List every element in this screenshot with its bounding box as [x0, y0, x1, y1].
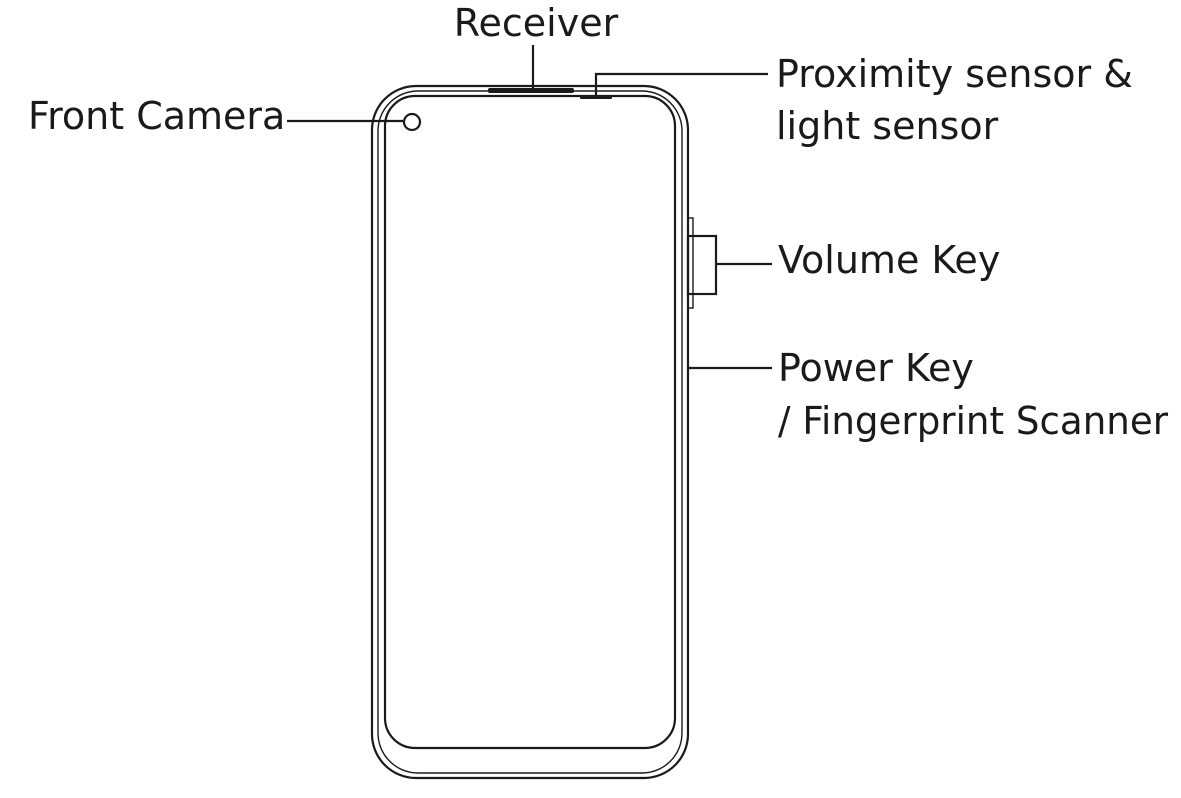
front-camera-lens	[402, 112, 422, 132]
front-camera-label: Front Camera	[28, 94, 285, 138]
power-key-label-line2: / Fingerprint Scanner	[778, 399, 1168, 443]
power-key-label-line1: Power Key	[778, 346, 974, 390]
screen	[383, 94, 677, 750]
receiver-label: Receiver	[454, 1, 619, 45]
volume-key-label: Volume Key	[778, 238, 1000, 282]
phone-body	[370, 84, 690, 780]
proximity-label-line2: light sensor	[776, 104, 999, 148]
proximity-leader	[594, 72, 768, 95]
side-frame-notch	[687, 217, 694, 309]
volume-key-shape	[686, 234, 718, 296]
receiver-slot	[488, 88, 574, 93]
proximity-sensor	[580, 95, 612, 99]
proximity-label-line1: Proximity sensor &	[776, 52, 1133, 96]
